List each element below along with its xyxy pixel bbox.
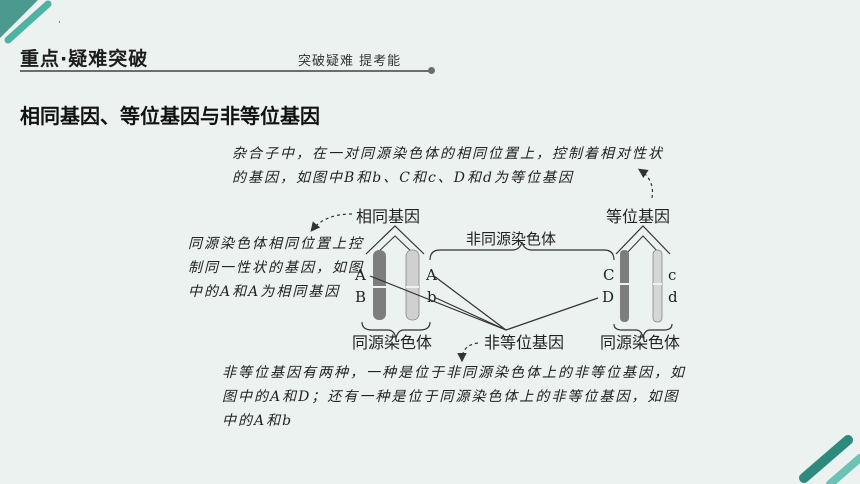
homologous-brace-left: [361, 321, 431, 339]
homologous-brace-right: [613, 323, 673, 340]
non-allele-line-b: [435, 297, 507, 331]
arrow-to-allele-note: [638, 168, 654, 199]
same-gene-roof-inner: [375, 235, 415, 255]
gene-left-chr2-bottom: b: [427, 288, 437, 306]
chromosome-left-1: [373, 250, 386, 320]
same-gene-roof: [365, 225, 425, 255]
gene-left-chr1-bottom: B: [355, 288, 366, 306]
note-same-gene-definition: 同源染色体相同位置上控制同一性状的基因，如图中的A和A为相同基因: [188, 236, 364, 300]
gene-left-chr2-top: A: [425, 266, 437, 284]
label-same-gene: 相同基因: [356, 207, 420, 226]
non-homologous-brace: [429, 241, 615, 261]
gene-right-chr2-bottom: d: [668, 288, 678, 306]
gene-right-chr1-top: C: [603, 266, 614, 284]
header-divider-dot: [428, 67, 435, 74]
header-title: 重点·疑难突破: [20, 48, 149, 70]
note-non-allele-definition: 非等位基因有两种，一种是位于非同源染色体上的非等位基因，如图中的A和D；还有一种…: [222, 365, 686, 429]
label-homologous-left: 同源染色体: [352, 333, 432, 352]
gene-right-chr1-bottom: D: [602, 288, 614, 306]
section-title: 相同基因、等位基因与非等位基因: [20, 104, 320, 128]
note-allele-definition: 杂合子中，在一对同源染色体的相同位置上，控制着相对性状的基因，如图中B和b、C和…: [232, 146, 664, 186]
chromosome-right-1: [620, 250, 629, 322]
allele-roof: [615, 225, 671, 255]
label-allele: 等位基因: [606, 207, 670, 226]
non-allele-line-a-d: [433, 275, 507, 331]
corner-decoration-bottom: [799, 435, 860, 484]
chromosome-left-2: [405, 249, 420, 321]
arrow-to-non-allele-note: [457, 342, 479, 363]
allele-roof-inner: [625, 235, 661, 255]
non-allele-line-a-b: [369, 275, 507, 331]
header-divider: [20, 70, 430, 72]
label-homologous-right: 同源染色体: [600, 333, 680, 352]
gene-left-chr1-top: A: [354, 266, 366, 284]
label-non-homologous: 非同源染色体: [466, 230, 556, 248]
gene-right-chr2-top: c: [668, 266, 676, 284]
non-allele-line-d: [505, 297, 599, 331]
label-non-allele: 非等位基因: [484, 333, 564, 352]
chromosome-right-2: [652, 249, 663, 323]
arrow-to-same-gene-note: [310, 213, 353, 232]
corner-decoration: [0, 0, 60, 44]
header-subtitle: 突破疑难 提考能: [298, 54, 402, 69]
